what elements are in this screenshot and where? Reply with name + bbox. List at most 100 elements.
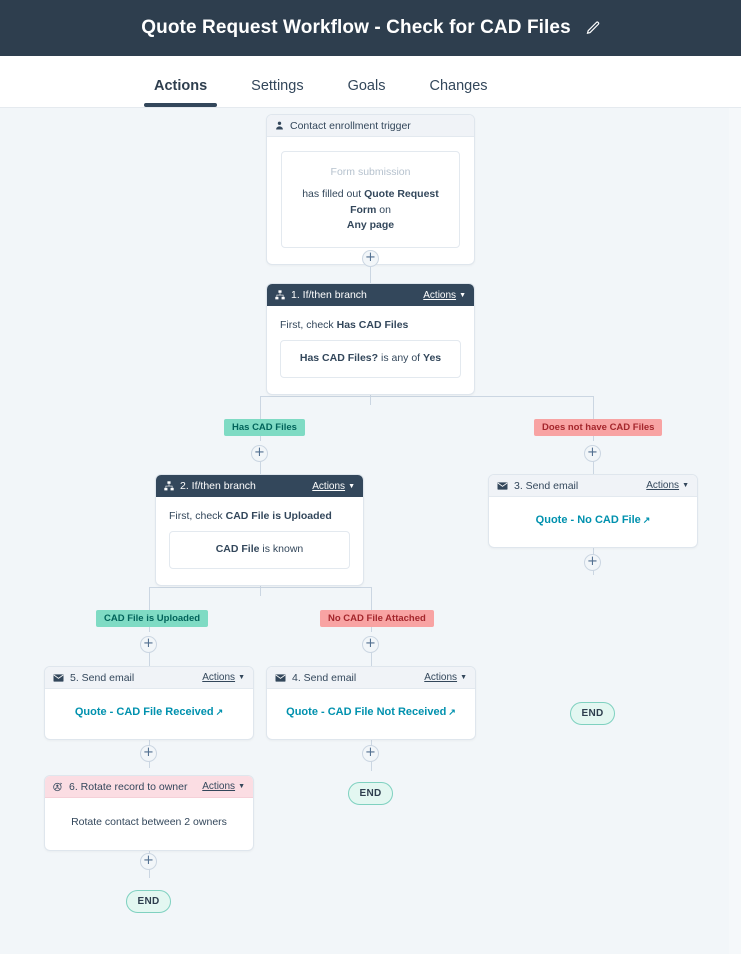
- add-step-button[interactable]: +: [362, 745, 379, 762]
- branch-1-condition-property: Has CAD Files?: [299, 352, 379, 364]
- connector-line: [370, 389, 371, 405]
- add-step-button[interactable]: +: [251, 445, 268, 462]
- branch-1-name: Has CAD Files: [336, 319, 409, 331]
- add-step-button[interactable]: +: [584, 445, 601, 462]
- branch-1-body: First, check Has CAD Files Has CAD Files…: [267, 306, 474, 394]
- step-6-title: 6. Rotate record to owner: [69, 780, 188, 793]
- branch-1-title: 1. If/then branch: [291, 289, 367, 301]
- step-4-title: 4. Send email: [292, 671, 357, 684]
- trigger-prefix: has filled out: [302, 187, 362, 200]
- rotate-owner-icon: [53, 782, 63, 792]
- step-6-actions-menu[interactable]: Actions ▼: [202, 781, 245, 792]
- connector-line: [260, 453, 261, 490]
- tab-settings[interactable]: Settings: [251, 78, 304, 94]
- step-3-body: Quote - No CAD File↗: [489, 497, 697, 547]
- add-step-button[interactable]: +: [140, 745, 157, 762]
- step-4-actions-menu[interactable]: Actions ▼: [424, 672, 467, 683]
- step-3-actions-menu[interactable]: Actions ▼: [646, 480, 689, 491]
- add-step-button[interactable]: +: [362, 636, 379, 653]
- page-title: Quote Request Workflow - Check for CAD F…: [141, 17, 571, 38]
- add-step-button[interactable]: +: [140, 636, 157, 653]
- chevron-down-icon: ▼: [459, 291, 466, 299]
- step-5-actions-menu[interactable]: Actions ▼: [202, 672, 245, 683]
- trigger-card-title: Contact enrollment trigger: [290, 119, 411, 132]
- branch-1-condition-box: Has CAD Files? is any of Yes: [280, 340, 461, 378]
- tab-bar: Actions Settings Goals Changes: [0, 56, 741, 108]
- chevron-down-icon: ▼: [238, 674, 245, 681]
- branch-2-title: 2. If/then branch: [180, 480, 256, 492]
- branch-1-pretext: First, check Has CAD Files: [280, 319, 461, 331]
- branch-2-name: CAD File is Uploaded: [225, 510, 332, 522]
- trigger-description: has filled out Quote Request Form on Any…: [290, 187, 451, 234]
- step-4-email-link[interactable]: Quote - CAD File Not Received↗: [278, 697, 464, 725]
- branch-2-condition-property: CAD File: [215, 543, 260, 555]
- step-5-email-link[interactable]: Quote - CAD File Received↗: [56, 697, 242, 725]
- tab-changes[interactable]: Changes: [429, 78, 488, 94]
- envelope-icon: [497, 481, 508, 490]
- branch-2-header: 2. If/then branch Actions ▼: [156, 475, 363, 497]
- add-step-button[interactable]: +: [140, 853, 157, 870]
- external-link-icon: ↗: [642, 515, 651, 525]
- step-3-email-link[interactable]: Quote - No CAD File↗: [500, 505, 686, 533]
- add-step-button[interactable]: +: [362, 250, 379, 267]
- actions-label: Actions: [424, 672, 458, 683]
- trigger-card-body: Form submission has filled out Quote Req…: [267, 137, 474, 264]
- branch-label-cad-uploaded: CAD File is Uploaded: [96, 610, 209, 627]
- branch-1-pre-label: First, check: [280, 319, 334, 331]
- branch-2-pretext: First, check CAD File is Uploaded: [169, 510, 350, 522]
- connector-line: [371, 645, 372, 676]
- tab-goals[interactable]: Goals: [347, 78, 386, 94]
- app-header: Quote Request Workflow - Check for CAD F…: [0, 0, 741, 56]
- branch-2-pre-label: First, check: [169, 510, 223, 522]
- step-4-header: 4. Send email Actions ▼: [267, 667, 475, 689]
- connector-line: [593, 396, 594, 441]
- chevron-down-icon: ▼: [460, 674, 467, 681]
- sitemap-branch-icon: [164, 481, 174, 491]
- connector-line: [149, 587, 150, 632]
- step-5-email-name: Quote - CAD File Received: [74, 706, 214, 718]
- external-link-icon: ↗: [448, 707, 456, 717]
- add-step-button[interactable]: +: [584, 554, 601, 571]
- chevron-down-icon: ▼: [682, 482, 689, 489]
- actions-label: Actions: [646, 480, 680, 491]
- connector-line: [371, 587, 372, 632]
- contact-person-icon: [275, 121, 284, 130]
- step-5-header: 5. Send email Actions ▼: [45, 667, 253, 689]
- chevron-down-icon: ▼: [348, 482, 355, 490]
- step-3-header: 3. Send email Actions ▼: [489, 475, 697, 497]
- trigger-card[interactable]: Contact enrollment trigger Form submissi…: [266, 114, 475, 265]
- step-4-email-name: Quote - CAD File Not Received: [286, 706, 447, 718]
- branch-2-condition-box: CAD File is known: [169, 531, 350, 569]
- branch-1-condition-value: Yes: [423, 352, 442, 364]
- branch-1-header: 1. If/then branch Actions ▼: [267, 284, 474, 306]
- actions-label: Actions: [202, 672, 236, 683]
- sitemap-branch-icon: [275, 290, 285, 300]
- workflow-canvas[interactable]: + + + + + + + + + Contact enrollment tri…: [0, 108, 741, 954]
- connector-line: [149, 645, 150, 676]
- canvas-scrollbar[interactable]: [729, 108, 741, 954]
- connector-line: [260, 396, 593, 397]
- pencil-icon[interactable]: [585, 21, 600, 36]
- trigger-page-name: Any page: [346, 219, 395, 232]
- branch-1-card[interactable]: 1. If/then branch Actions ▼ First, check…: [266, 283, 475, 395]
- step-3-card[interactable]: 3. Send email Actions ▼ Quote - No CAD F…: [488, 474, 698, 548]
- branch-2-card[interactable]: 2. If/then branch Actions ▼ First, check…: [155, 474, 364, 586]
- branch-label-has-cad-files: Has CAD Files: [224, 419, 305, 436]
- branch-2-condition-operator: is known: [262, 543, 304, 555]
- step-5-card[interactable]: 5. Send email Actions ▼ Quote - CAD File…: [44, 666, 254, 740]
- end-node-branch-4: END: [348, 782, 393, 805]
- tab-actions[interactable]: Actions: [132, 78, 229, 107]
- step-4-body: Quote - CAD File Not Received↗: [267, 689, 475, 739]
- branch-label-no-cad-files: Does not have CAD Files: [534, 419, 663, 436]
- branch-1-actions-menu[interactable]: Actions ▼: [423, 290, 466, 301]
- connector-line: [260, 580, 261, 596]
- step-4-card[interactable]: 4. Send email Actions ▼ Quote - CAD File…: [266, 666, 476, 740]
- step-6-card[interactable]: 6. Rotate record to owner Actions ▼ Rota…: [44, 775, 254, 851]
- envelope-icon: [53, 673, 64, 682]
- external-link-icon: ↗: [215, 707, 224, 717]
- step-3-email-name: Quote - No CAD File: [535, 514, 641, 526]
- branch-2-actions-menu[interactable]: Actions ▼: [312, 481, 355, 492]
- step-5-body: Quote - CAD File Received↗: [45, 689, 253, 739]
- branch-label-no-cad-attached: No CAD File Attached: [320, 610, 434, 627]
- end-node-branch-3: END: [570, 702, 615, 725]
